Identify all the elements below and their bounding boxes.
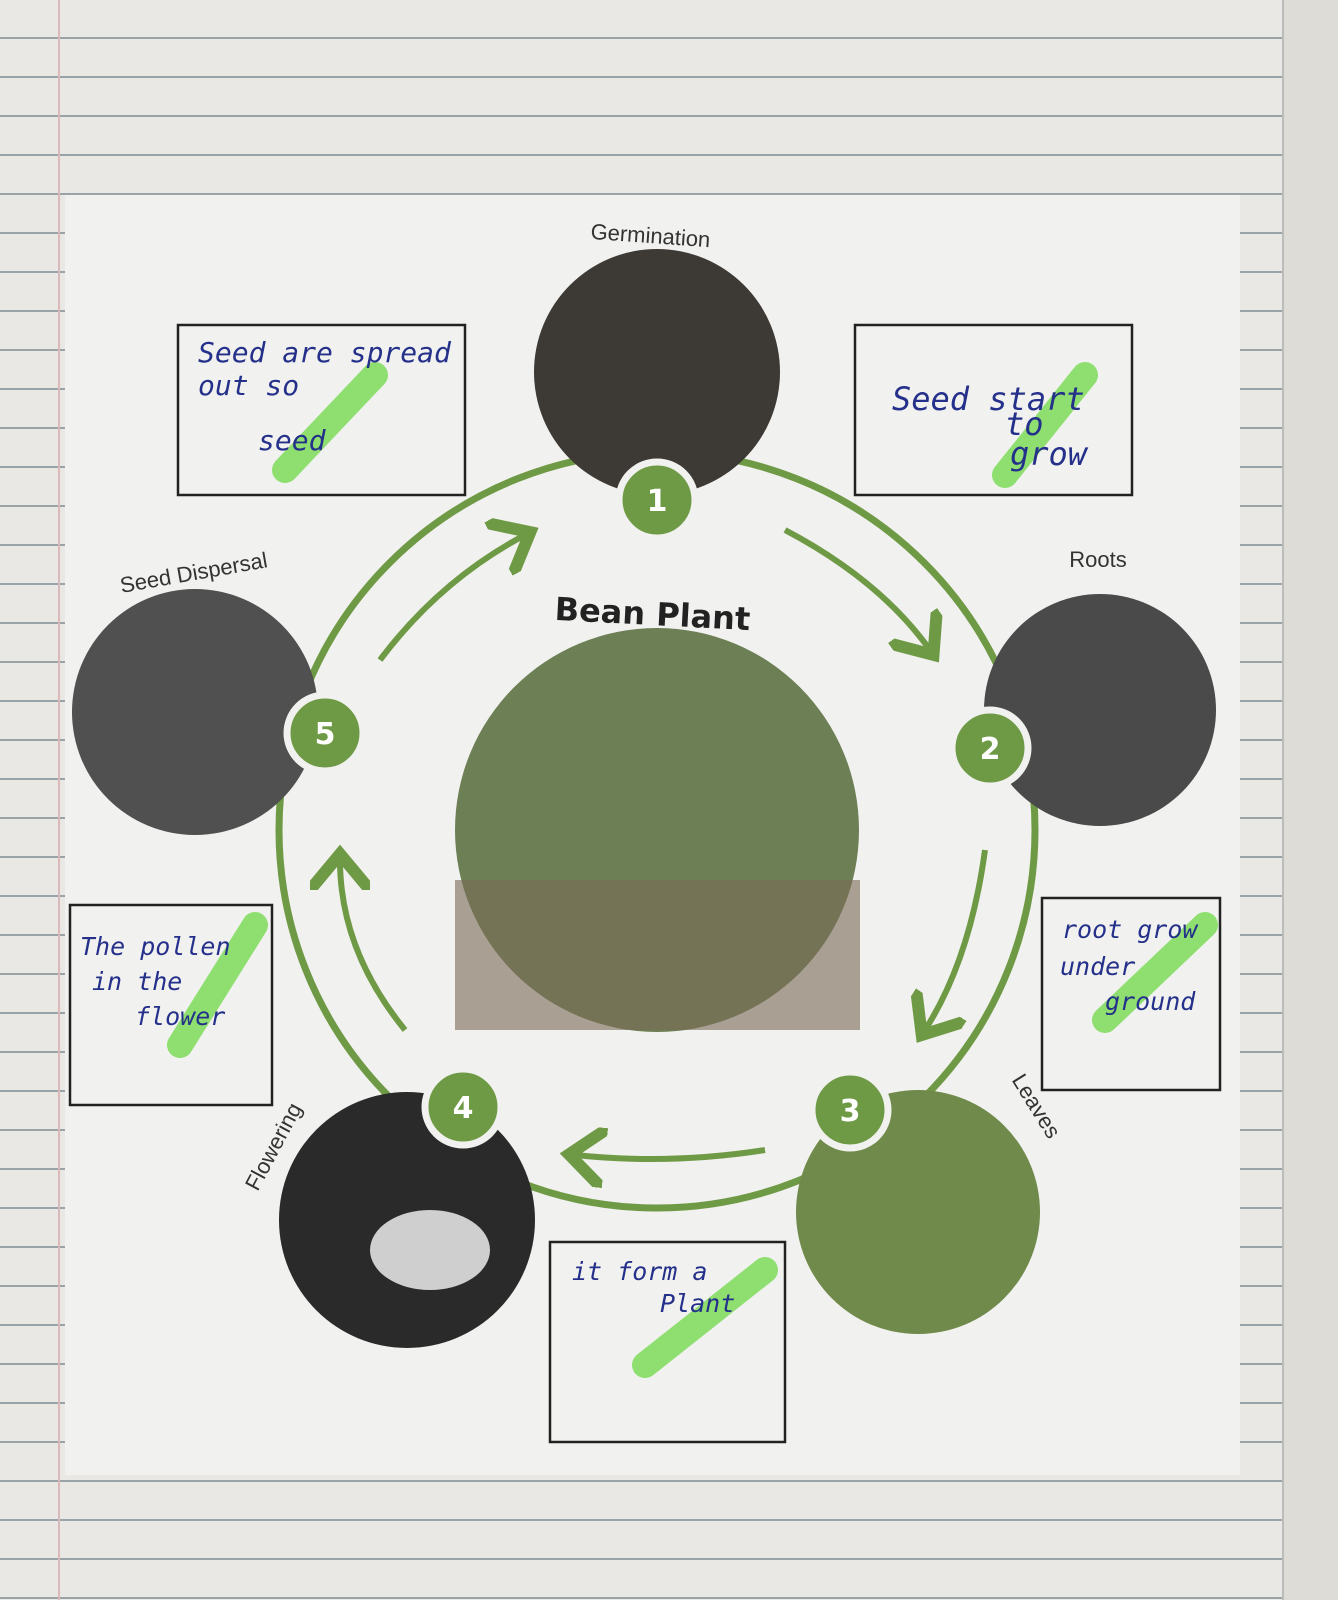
germination-photo	[534, 249, 780, 495]
badge-2: 2	[980, 732, 1001, 767]
highlighter-marks	[167, 362, 1218, 1378]
note-roots: root grow under ground	[1060, 915, 1213, 1016]
badge-4: 4	[453, 1091, 474, 1126]
flower-shape	[370, 1210, 490, 1290]
seed-dispersal-photo	[72, 589, 318, 835]
note-germination: Seed start to grow	[892, 380, 1104, 473]
label-roots: Roots	[1069, 547, 1126, 572]
leaves-photo	[796, 1090, 1040, 1334]
note-flowering: The pollen in the flower	[80, 932, 246, 1031]
note-seed-dispersal: Seed are spread out so seed	[198, 336, 468, 457]
note-box-seed-dispersal	[176, 323, 467, 497]
roots-photo	[984, 594, 1216, 826]
note-leaves: it form a Plant	[572, 1257, 735, 1318]
cycle-arrows	[340, 530, 988, 1159]
badge-1: 1	[647, 484, 668, 519]
badge-3: 3	[840, 1094, 861, 1129]
notebook-margin	[58, 0, 60, 1600]
soil	[455, 880, 860, 1030]
notebook-page-edge	[1282, 0, 1338, 1600]
badge-5: 5	[315, 717, 336, 752]
stage-badges: 1 2 3 4 5	[283, 458, 1032, 1152]
note-box-germination	[853, 323, 1134, 497]
